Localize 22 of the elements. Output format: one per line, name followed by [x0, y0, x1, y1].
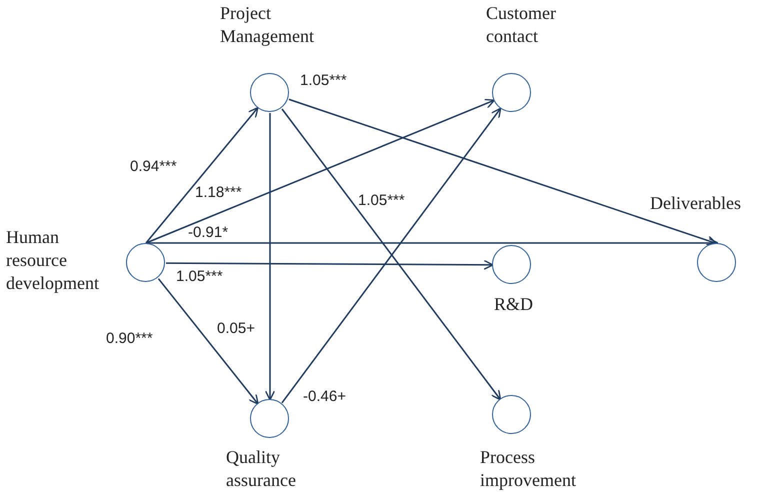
edge-label: 1.05*** — [300, 72, 347, 89]
edge-label: 0.90*** — [106, 330, 153, 347]
edge-label: -0.91* — [188, 224, 228, 241]
node-label: Deliverables — [650, 192, 742, 215]
arrow — [158, 278, 259, 405]
node-label: Human resource development — [6, 226, 100, 295]
node-label: Customer contact — [486, 2, 557, 48]
edge-label: 1.05*** — [176, 268, 223, 285]
node-label: Process improvement — [480, 446, 577, 492]
node-label: R&D — [494, 293, 534, 316]
edge-label: 1.18*** — [195, 184, 242, 201]
edge-label: 0.94*** — [130, 158, 177, 175]
node-label: Project Management — [220, 2, 315, 48]
edge-label: -0.46+ — [303, 388, 346, 405]
arrow — [166, 260, 494, 270]
arrow — [146, 98, 495, 244]
arrow — [288, 98, 717, 246]
edge-label: 0.05+ — [217, 320, 255, 337]
arrow — [264, 113, 276, 401]
node-label: Quality assurance — [226, 446, 297, 492]
arrow — [145, 107, 258, 244]
edge-label: 1.05*** — [358, 192, 405, 209]
